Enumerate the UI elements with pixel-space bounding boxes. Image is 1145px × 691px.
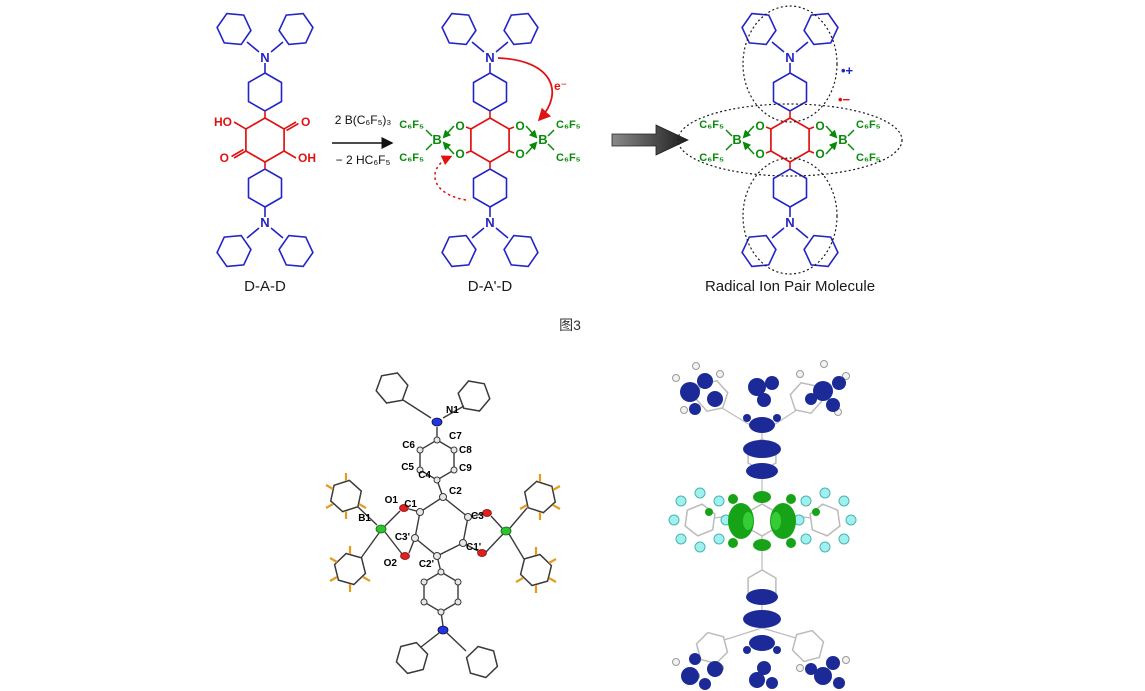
molecule-label-dad: D-A-D	[244, 278, 286, 295]
nitrogen-label: N	[785, 215, 794, 230]
nitrogen-atom	[437, 625, 449, 635]
nitrogen-label: N	[485, 215, 494, 230]
reaction-arrow-large	[611, 124, 689, 156]
atom-label-O2: O2	[384, 558, 398, 569]
atom-label-C1: C1	[404, 499, 417, 510]
molecule-dad: N N HO O O OH D-A-D	[213, 7, 316, 295]
atom-label-N1: N1	[446, 405, 459, 416]
atom-label-C7: C7	[449, 431, 462, 442]
molecule-label-rip: Radical Ion Pair Molecule	[705, 278, 875, 295]
atom-label-C2: C2	[449, 486, 462, 497]
crystal-structure: N1 C7 C6 C8 C5 C9 C4 C2 O1 C1 C3 B1 C3' …	[325, 367, 561, 682]
figure-caption: 图3	[559, 317, 581, 333]
hydroxyl-label: HO	[214, 115, 232, 129]
radical-cation-ellipse-top	[742, 5, 838, 123]
fluorine-sticks	[325, 473, 561, 593]
oxygen-label: O	[220, 151, 229, 165]
atom-label-C6: C6	[402, 440, 415, 451]
electron-transfer-arrow	[497, 57, 554, 122]
acceptor-core-quinone: HO O O OH	[214, 115, 316, 165]
radical-cation-label: •+	[841, 63, 854, 78]
molecule-label-dapd: D-A'-D	[468, 278, 513, 295]
nitrogen-label: N	[485, 50, 494, 65]
atom-label-C8: C8	[459, 445, 472, 456]
molecule-radical-ion-pair: N N •+ •− Radical Ion Pair Molecule	[677, 5, 903, 295]
condition-above: 2 B(C₆F₅)₃	[335, 113, 392, 127]
hydrogen-spheres	[672, 360, 850, 680]
boron-atoms	[375, 524, 512, 536]
nitrogen-label: N	[785, 50, 794, 65]
crystal-core-ring	[414, 496, 469, 557]
atom-label-C1p: C1'	[466, 542, 481, 553]
carbon-ellipsoids	[411, 436, 472, 616]
oxygen-label: O	[301, 115, 310, 129]
atom-label-C3: C3	[471, 511, 484, 522]
atom-label-C5: C5	[401, 462, 414, 473]
reaction-scheme: N N HO O O OH D-A-D	[213, 5, 903, 333]
atom-label-O1: O1	[385, 495, 399, 506]
atom-label-C4: C4	[418, 470, 431, 481]
crystal-phenylene-bottom	[423, 571, 459, 613]
spin-density-plot	[668, 360, 857, 690]
spin-lobes-green	[705, 491, 820, 551]
atom-label-C2p: C2'	[419, 559, 434, 570]
fluorine-spheres	[668, 487, 857, 553]
spin-lobes-blue	[680, 373, 846, 690]
atom-label-C3p: C3'	[395, 532, 410, 543]
oxygen-atoms	[399, 504, 492, 560]
radical-anion-ellipse	[677, 103, 903, 177]
atom-label-B1: B1	[358, 513, 371, 524]
nitrogen-label: N	[260, 50, 269, 65]
nitrogen-atom	[431, 417, 443, 427]
hydroxyl-label: OH	[298, 151, 316, 165]
nitrogen-label: N	[260, 215, 269, 230]
atom-label-C9: C9	[459, 463, 472, 474]
electron-label: e⁻	[554, 79, 567, 93]
electron-transfer-arrow-dashed	[434, 155, 467, 201]
reaction-arrow-1: 2 B(C₆F₅)₃ − 2 HC₆F₅	[332, 113, 394, 167]
condition-below: − 2 HC₆F₅	[336, 153, 391, 167]
radical-cation-ellipse-bottom	[742, 157, 838, 275]
molecule-dapd: N N e⁻ D-A'-D	[399, 7, 580, 295]
radical-anion-label: •−	[838, 92, 851, 107]
